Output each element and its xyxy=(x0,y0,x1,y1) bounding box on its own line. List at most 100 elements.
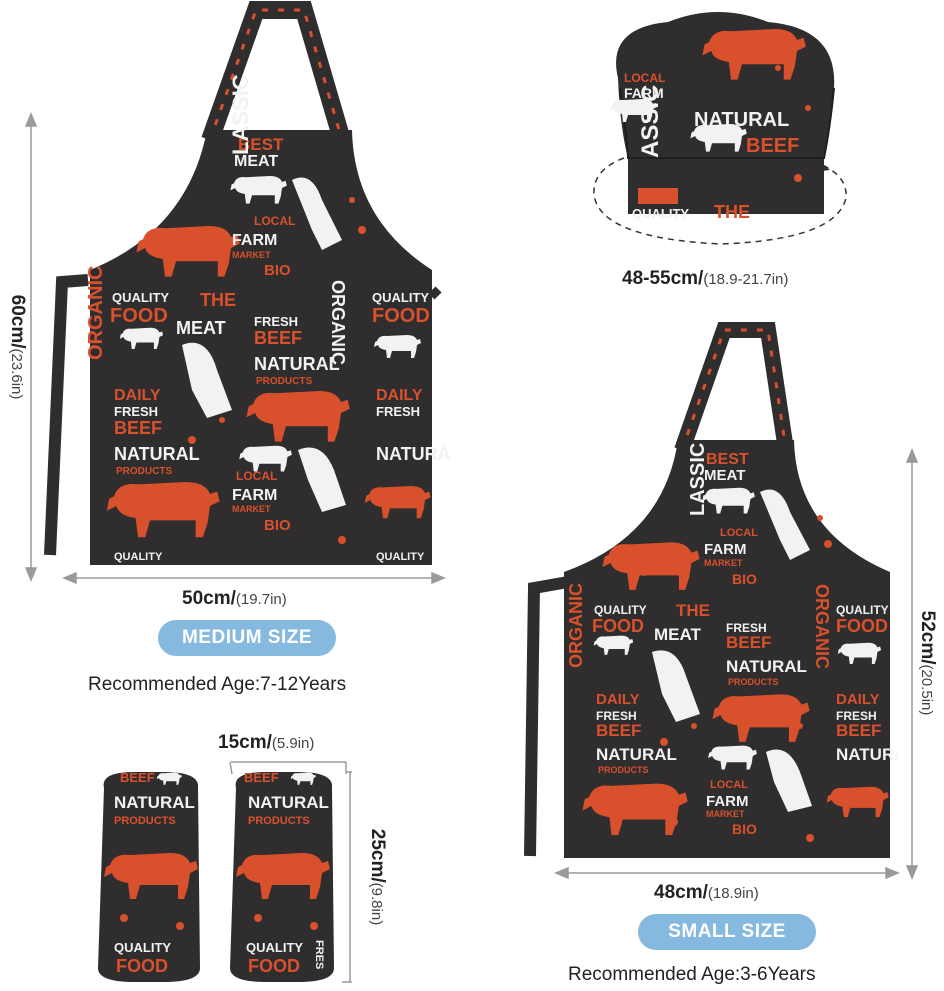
small-print-classic: LASSIC xyxy=(687,443,709,516)
medium-height-label: 60cm/(23.6in) xyxy=(6,282,28,412)
small-print-meat: MEAT xyxy=(704,467,745,484)
small-print-fresh-2: FRESH xyxy=(596,709,637,723)
medium-print-products: PRODUCTS xyxy=(256,376,312,387)
hat-print-natural: NATURAL xyxy=(694,109,789,131)
small-print-the: THE xyxy=(676,601,710,620)
medium-height-main: 60cm/ xyxy=(7,294,28,349)
medium-print-farm-2: FARM xyxy=(232,487,277,504)
small-height-label: 52cm/(20.5in) xyxy=(916,598,938,728)
small-print-organic: ORGANIC xyxy=(566,583,586,668)
small-print-best: BEST xyxy=(706,451,749,468)
small-print-market: MARKET xyxy=(704,558,743,568)
small-print-bio: BIO xyxy=(732,571,757,587)
hat-print-beef: BEEF xyxy=(746,135,799,157)
small-print-bio-2: BIO xyxy=(732,821,757,837)
medium-print-daily: DAILY xyxy=(114,387,161,404)
chef-hat-image: NATURAL ASSIC BEEF QUALITY THE LOCAL FAR… xyxy=(610,12,835,222)
medium-size-badge: MEDIUM SIZE xyxy=(158,620,336,656)
small-print-meat-2: MEAT xyxy=(654,625,702,644)
small-apron-image: BEST MEAT LOCAL FARM MARKET BIO QUALITY … xyxy=(524,322,898,858)
medium-print-natural-2: NATURAL xyxy=(114,444,200,464)
small-print-products: PRODUCTS xyxy=(728,677,779,687)
medium-print-local: LOCAL xyxy=(254,214,295,228)
medium-print-market: MARKET xyxy=(232,250,271,260)
medium-print-natural-3: NATURAL xyxy=(376,444,452,464)
medium-print-fresh-2: FRESH xyxy=(114,404,158,419)
medium-print-meat: MEAT xyxy=(234,153,278,170)
medium-age-text: Recommended Age:7-12Years xyxy=(88,674,347,695)
small-print-food-2: FOOD xyxy=(836,616,888,636)
small-height-sub: (20.5in) xyxy=(918,664,935,716)
small-print-quality: QUALITY xyxy=(594,603,647,617)
medium-print-bio: BIO xyxy=(264,262,291,279)
sleeve-left-print-products: PRODUCTS xyxy=(114,815,176,827)
medium-width-sub: (19.7in) xyxy=(235,591,287,608)
small-print-market-2: MARKET xyxy=(706,809,745,819)
medium-apron-image: BEST MEAT LOCAL FARM MARKET BIO QUALITY … xyxy=(44,1,452,565)
medium-print-best: BEST xyxy=(238,135,284,154)
medium-print-meat-2: MEAT xyxy=(176,318,226,338)
hat-print-quality: QUALITY xyxy=(632,206,689,221)
small-print-organic-2: ORGANIC xyxy=(812,584,832,669)
small-print-natural-3: NATURAL xyxy=(836,745,898,764)
small-print-local-2: LOCAL xyxy=(710,779,748,791)
medium-print-quality: QUALITY xyxy=(112,290,169,305)
sleeve-right-print-quality: QUALITY xyxy=(246,940,303,955)
small-print-fresh-3: FRESH xyxy=(836,709,877,723)
small-print-natural-2: NATURAL xyxy=(596,745,677,764)
small-size-badge: SMALL SIZE xyxy=(638,914,816,950)
medium-print-fresh-3: FRESH xyxy=(376,404,420,419)
medium-print-food: FOOD xyxy=(110,305,168,327)
sleeve-left-print-quality: QUALITY xyxy=(114,940,171,955)
small-print-farm: FARM xyxy=(704,541,747,558)
hat-print-farm: FARM xyxy=(624,85,664,101)
medium-print-food-2: FOOD xyxy=(372,305,430,327)
sleeve-height-main: 25cm/ xyxy=(367,828,388,883)
medium-print-bio-2: BIO xyxy=(264,517,291,534)
small-print-food: FOOD xyxy=(592,616,644,636)
medium-print-products-2: PRODUCTS xyxy=(116,466,172,477)
medium-print-daily-2: DAILY xyxy=(376,387,423,404)
medium-print-farm: FARM xyxy=(232,232,277,249)
small-age-text: Recommended Age:3-6Years xyxy=(568,964,816,985)
sleeve-width-label: 15cm/(5.9in) xyxy=(218,732,314,754)
medium-print-beef: BEEF xyxy=(254,328,302,348)
medium-height-sub: (23.6in) xyxy=(8,348,25,400)
sleeve-width-sub: (5.9in) xyxy=(271,735,315,752)
small-print-quality-2: QUALITY xyxy=(836,603,889,617)
small-width-main: 48cm/ xyxy=(654,882,708,903)
medium-print-beef-2: BEEF xyxy=(114,418,162,438)
sleeve-width-main: 15cm/ xyxy=(218,732,272,753)
medium-print-market-2: MARKET xyxy=(232,504,271,514)
medium-print-local-2: LOCAL xyxy=(236,469,277,483)
sleeve-height-label: 25cm/(9.8in) xyxy=(366,812,388,942)
medium-print-organic-2: ORGANIC xyxy=(328,280,348,365)
sleeve-left-print-natural: NATURAL xyxy=(114,793,195,812)
medium-print-the: THE xyxy=(200,290,236,310)
small-print-beef: BEEF xyxy=(726,633,771,652)
small-height-main: 52cm/ xyxy=(917,610,938,665)
hat-print-local: LOCAL xyxy=(624,71,665,85)
hat-width-main: 48-55cm/ xyxy=(622,268,704,289)
small-print-local: LOCAL xyxy=(720,527,758,539)
medium-print-organic: ORGANIC xyxy=(85,266,107,360)
small-width-sub: (18.9in) xyxy=(707,885,759,902)
sleeve-left-print-beef: BEEF xyxy=(120,770,155,785)
sleeve-right-print-natural: NATURAL xyxy=(248,793,329,812)
hat-width-label: 48-55cm/(18.9-21.7in) xyxy=(622,268,788,290)
small-print-products-2: PRODUCTS xyxy=(598,765,649,775)
medium-width-label: 50cm/(19.7in) xyxy=(182,588,287,610)
medium-print-quality-2: QUALITY xyxy=(114,551,163,563)
small-width-label: 48cm/(18.9in) xyxy=(654,882,759,904)
medium-print-classic: LASSIC xyxy=(228,74,253,155)
sleeve-right-print-beef: BEEF xyxy=(244,770,279,785)
medium-print-quality-3: QUALITY xyxy=(376,551,425,563)
hat-width-sub: (18.9-21.7in) xyxy=(703,271,789,288)
sleeve-left-print-food: FOOD xyxy=(116,956,168,976)
sleeves-image: BEEF NATURAL PRODUCTS QUALITY FOOD BEEF … xyxy=(98,770,334,982)
medium-width-main: 50cm/ xyxy=(182,588,236,609)
hat-print-classic: ASSIC xyxy=(637,85,664,158)
small-print-natural: NATURAL xyxy=(726,657,807,676)
medium-print-fresh: FRESH xyxy=(254,314,298,329)
